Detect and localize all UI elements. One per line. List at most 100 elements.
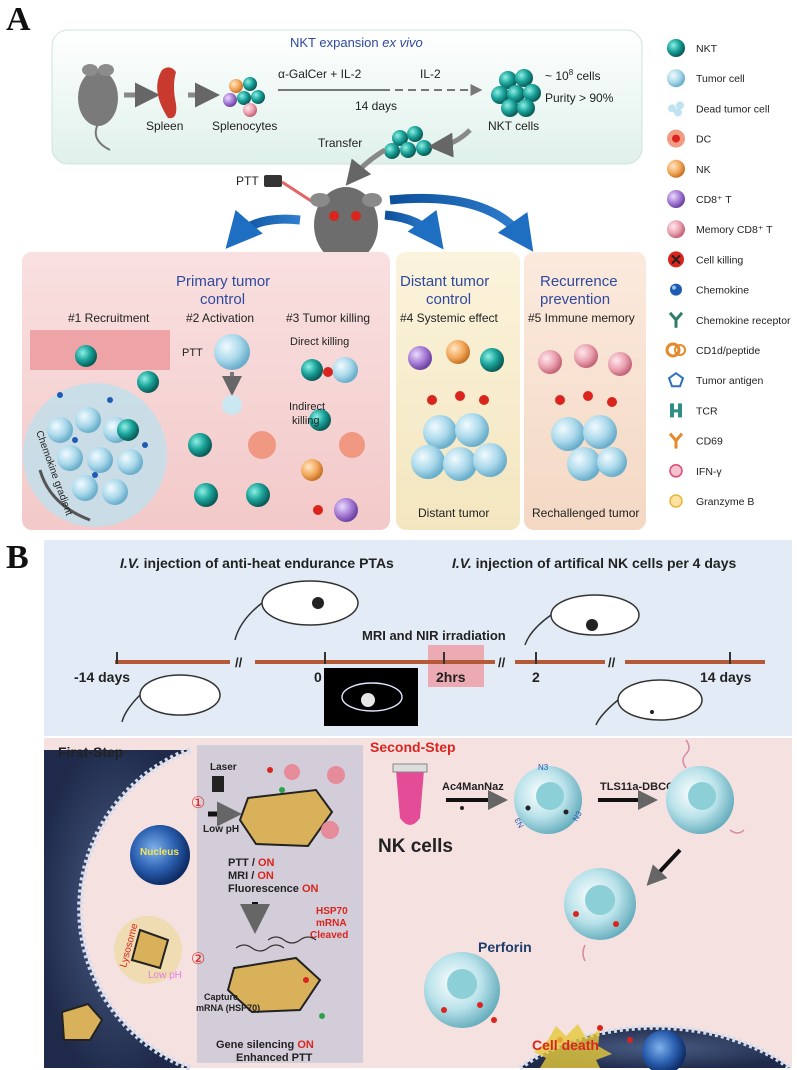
fluorescence-on-label: Fluorescence ON: [228, 883, 319, 895]
mri-image: [324, 668, 418, 726]
hsp70-label-1: HSP70: [316, 906, 348, 917]
aptamer-nk-cell: [666, 739, 745, 834]
cell-count-label: ~ 108 cells: [545, 68, 601, 83]
legend-item-label: Chemokine: [696, 285, 749, 297]
legend-item-label: Granzyme B: [696, 496, 754, 508]
capture-label-2: mRNA (HSP70): [196, 1003, 260, 1013]
mrna-strands: [235, 936, 317, 952]
two-hours-highlight: [428, 645, 484, 687]
transfer-arrow-out: [345, 147, 387, 186]
tick-14: 14 days: [700, 669, 752, 685]
iv-injection-ptas: I.V. injection of anti-heat endurance PT…: [120, 555, 394, 571]
tick-2hrs: 2hrs: [436, 669, 466, 685]
arrow-to-recurrence: [389, 193, 534, 252]
legend-item-label: Dead tumor cell: [696, 103, 770, 115]
memory-cd8-t-cell-icon: [667, 220, 685, 239]
iv-injection-nk: I.V. injection of artifical NK cells per…: [452, 555, 736, 571]
tumor-cell-with-lysosome: [44, 747, 192, 1070]
recurrence-title-line2: prevention: [540, 291, 610, 308]
distant-title-line2: control: [426, 291, 471, 308]
immune-memory-illustration: [538, 344, 632, 481]
step-two-marker: ②: [191, 951, 205, 968]
hsp70-label-3: Cleaved: [310, 930, 348, 941]
distant-title-line1: Distant tumor: [400, 273, 489, 290]
legend-item-label: DC: [696, 134, 712, 146]
legend-item-label: NKT: [696, 43, 718, 55]
ifn-gamma-icon: [669, 464, 683, 478]
laser-icon: [264, 175, 282, 187]
splenocytes-label: Splenocytes: [212, 119, 277, 133]
hsp70-label-2: mRNA: [316, 918, 347, 929]
panel-a-letter: A: [6, 1, 31, 38]
gene-silencing-label: Gene silencing ON: [216, 1039, 314, 1051]
step-one-marker: ①: [191, 795, 205, 812]
first-step-label: First-Step: [58, 744, 123, 760]
mouse-bottom-right: [595, 679, 703, 726]
indirect-killing-label-2: killing: [292, 415, 320, 427]
n3-label-1: N3: [538, 763, 549, 772]
arrow-down-left: [646, 848, 682, 886]
tick-minus14: -14 days: [74, 669, 130, 685]
spleen-label: Spleen: [146, 119, 183, 133]
stimulation-label-2: IL-2: [420, 67, 441, 81]
arrow-to-primary: [225, 209, 301, 249]
legend-item-label: IFN-γ: [696, 466, 722, 478]
timeline-break-3: //: [608, 655, 616, 670]
spleen-icon: [157, 67, 177, 119]
legend-item-label: Memory CD8⁺ T: [696, 224, 773, 236]
mouse-bottom-left: [121, 674, 221, 723]
granzyme-b-icon: [669, 494, 683, 508]
nucleus-label: Nucleus: [140, 847, 179, 858]
legend-item-label: Cell killing: [696, 254, 743, 266]
nk-cell-icon: [667, 159, 685, 178]
primary-title-line1: Primary tumor: [176, 273, 270, 290]
recurrence-title-line1: Recurrence: [540, 273, 618, 290]
tumor-cell-icon: [667, 69, 685, 88]
second-step-label: Second-Step: [370, 739, 456, 755]
activation-ptt-label: PTT: [182, 347, 203, 359]
cell-killing-icon: [668, 251, 684, 268]
ptt-on-label: PTT / ON: [228, 857, 275, 869]
timeline-break-2: //: [498, 655, 506, 670]
perforin-label: Perforin: [478, 939, 532, 955]
dc-icon: [667, 129, 685, 148]
splenocytes-icon: [223, 77, 265, 117]
tube-icon: [392, 763, 428, 825]
transfer-nkt-cluster: [384, 126, 432, 159]
injected-mouse-top-right: [524, 594, 640, 646]
tls11a-label: TLS11a-DBCO: [600, 781, 675, 793]
tick-2: 2: [532, 669, 540, 685]
expanded-nkt-cluster: [491, 69, 541, 117]
low-ph-label: Low pH: [203, 824, 239, 835]
laser-label: Laser: [210, 762, 237, 773]
step5-label: #5 Immune memory: [528, 311, 635, 325]
cell-death-burst: [534, 1024, 612, 1068]
mri-nir-label: MRI and NIR irradiation: [362, 628, 506, 643]
cd69-icon: [668, 432, 684, 449]
legend-item-label: Tumor antigen: [696, 375, 763, 387]
legend-item-label: TCR: [696, 405, 718, 417]
cell-death-label: Cell death: [532, 1037, 599, 1053]
nanoparticle-step2: [226, 956, 325, 1019]
cell-low-ph-label: Low pH: [148, 970, 182, 981]
docking-nk-cell: [564, 868, 636, 962]
expansion-title: NKT expansion ex vivo: [290, 35, 423, 50]
nkt-expansion-box: NKT expansion ex vivo Spleen Splenocytes…: [51, 29, 643, 165]
perforin-nk-cell: [424, 952, 500, 1028]
nanoparticle-step1: [238, 764, 345, 848]
ac4mannaz-label: Ac4ManNaz: [442, 781, 504, 793]
azide-dot: [460, 806, 464, 810]
rechallenged-tumor-label: Rechallenged tumor: [532, 506, 639, 520]
legend-item-label: CD69: [696, 436, 723, 448]
direct-killing-label: Direct killing: [290, 336, 349, 348]
step1-label: #1 Recruitment: [68, 311, 150, 325]
cd8-t-cell-icon: [667, 190, 685, 208]
injected-mouse-top-left: [234, 580, 359, 641]
first-step-detail-box: [197, 745, 363, 1063]
chemokine-receptor-icon: [668, 311, 684, 328]
timeline-break-1: //: [235, 655, 243, 670]
panel-b-letter: B: [6, 539, 29, 576]
indirect-killing-label-1: Indirect: [289, 401, 325, 413]
